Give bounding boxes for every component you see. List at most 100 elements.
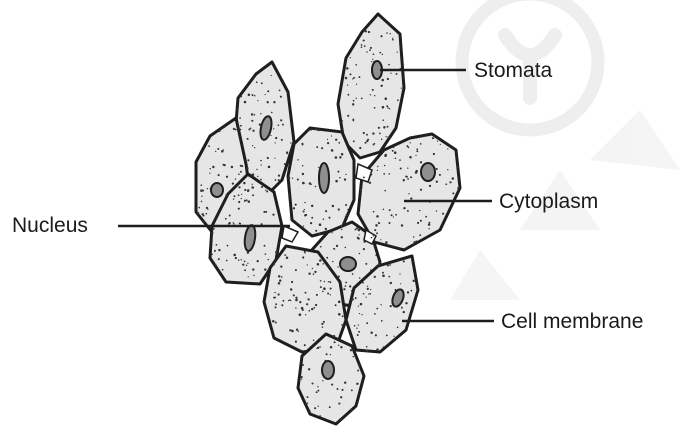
granule-dot — [383, 346, 385, 348]
granule-dot — [302, 364, 304, 366]
granule-dot — [356, 98, 357, 99]
granule-dot — [384, 190, 386, 192]
granule-dot — [452, 177, 455, 180]
granule-dot — [265, 94, 266, 95]
granule-dot — [225, 218, 227, 220]
granule-dot — [198, 207, 200, 209]
granule-dot — [218, 174, 220, 176]
granule-dot — [374, 276, 376, 278]
granule-dot — [241, 198, 242, 199]
granule-dot — [240, 96, 242, 98]
granule-dot — [321, 323, 323, 325]
granule-dot — [329, 281, 331, 283]
granule-dot — [270, 135, 271, 136]
granule-dot — [238, 259, 240, 261]
granule-dot — [377, 166, 378, 167]
nucleus-right — [421, 163, 435, 181]
granule-dot — [326, 257, 328, 259]
granule-dot — [293, 207, 295, 209]
granule-dot — [330, 288, 332, 290]
granule-dot — [280, 265, 282, 267]
granule-dot — [222, 269, 224, 271]
granule-dot — [357, 334, 359, 336]
granule-dot — [331, 232, 332, 233]
granule-dot — [388, 173, 390, 175]
granule-dot — [291, 330, 294, 333]
granule-dot — [344, 178, 346, 180]
granule-dot — [346, 67, 349, 70]
cell-top — [338, 14, 404, 158]
granule-dot — [331, 384, 333, 386]
granule-dot — [298, 331, 299, 332]
granule-dot — [362, 314, 363, 315]
granule-dot — [428, 223, 430, 225]
granule-dot — [373, 211, 375, 213]
granule-dot — [334, 248, 336, 250]
granule-dot — [251, 120, 253, 122]
granule-dot — [338, 345, 339, 346]
granule-dot — [252, 184, 253, 185]
granule-dot — [370, 94, 371, 95]
granule-dot — [321, 147, 323, 149]
granule-dot — [338, 301, 341, 304]
granule-dot — [393, 336, 394, 337]
granule-dot — [213, 228, 215, 230]
granule-dot — [226, 176, 228, 178]
granule-dot — [399, 273, 400, 274]
granule-dot — [403, 311, 405, 313]
granule-dot — [392, 150, 394, 152]
granule-dot — [315, 128, 317, 130]
granule-dot — [407, 291, 409, 293]
nucleus-far-left — [211, 183, 223, 197]
granule-dot — [317, 390, 319, 392]
granule-dot — [366, 51, 368, 53]
granule-dot — [239, 129, 240, 130]
granule-dot — [290, 288, 292, 290]
granule-dot — [289, 193, 290, 194]
granule-dot — [275, 142, 276, 143]
granule-dot — [278, 174, 280, 176]
granule-dot — [289, 329, 291, 331]
granule-dot — [303, 183, 305, 185]
granule-dot — [335, 180, 338, 183]
granule-dot — [436, 168, 438, 170]
granule-dot — [355, 64, 357, 66]
granule-dot — [295, 299, 298, 302]
granule-dot — [322, 326, 324, 328]
granule-dot — [390, 282, 392, 284]
granule-dot — [393, 146, 395, 148]
granule-dot — [354, 325, 356, 327]
granule-dot — [370, 165, 372, 167]
granule-dot — [447, 148, 448, 149]
granule-dot — [347, 94, 349, 96]
granule-dot — [445, 183, 447, 185]
granule-dot — [316, 348, 317, 349]
granule-dot — [247, 138, 249, 140]
granule-dot — [252, 173, 255, 176]
granule-dot — [272, 213, 274, 215]
granule-dot — [364, 45, 366, 47]
granule-dot — [245, 160, 246, 161]
stomata-label: Stomata — [474, 60, 552, 81]
granule-dot — [234, 195, 236, 197]
granule-dot — [274, 306, 276, 308]
granule-dot — [306, 303, 308, 305]
granule-dot — [275, 322, 277, 324]
granule-dot — [318, 167, 319, 168]
granule-dot — [388, 276, 390, 278]
granule-dot — [326, 353, 328, 355]
granule-dot — [216, 218, 217, 219]
granule-dot — [437, 140, 438, 141]
granule-dot — [235, 129, 237, 131]
granule-dot — [384, 165, 386, 167]
granule-dot — [388, 222, 390, 224]
granule-dot — [302, 256, 304, 258]
granule-dot — [358, 234, 359, 235]
granule-dot — [383, 126, 385, 128]
granule-dot — [370, 174, 372, 176]
granule-dot — [293, 294, 295, 296]
granule-dot — [316, 294, 318, 296]
granule-dot — [331, 135, 332, 136]
granule-dot — [407, 167, 408, 168]
granule-dot — [393, 216, 394, 217]
